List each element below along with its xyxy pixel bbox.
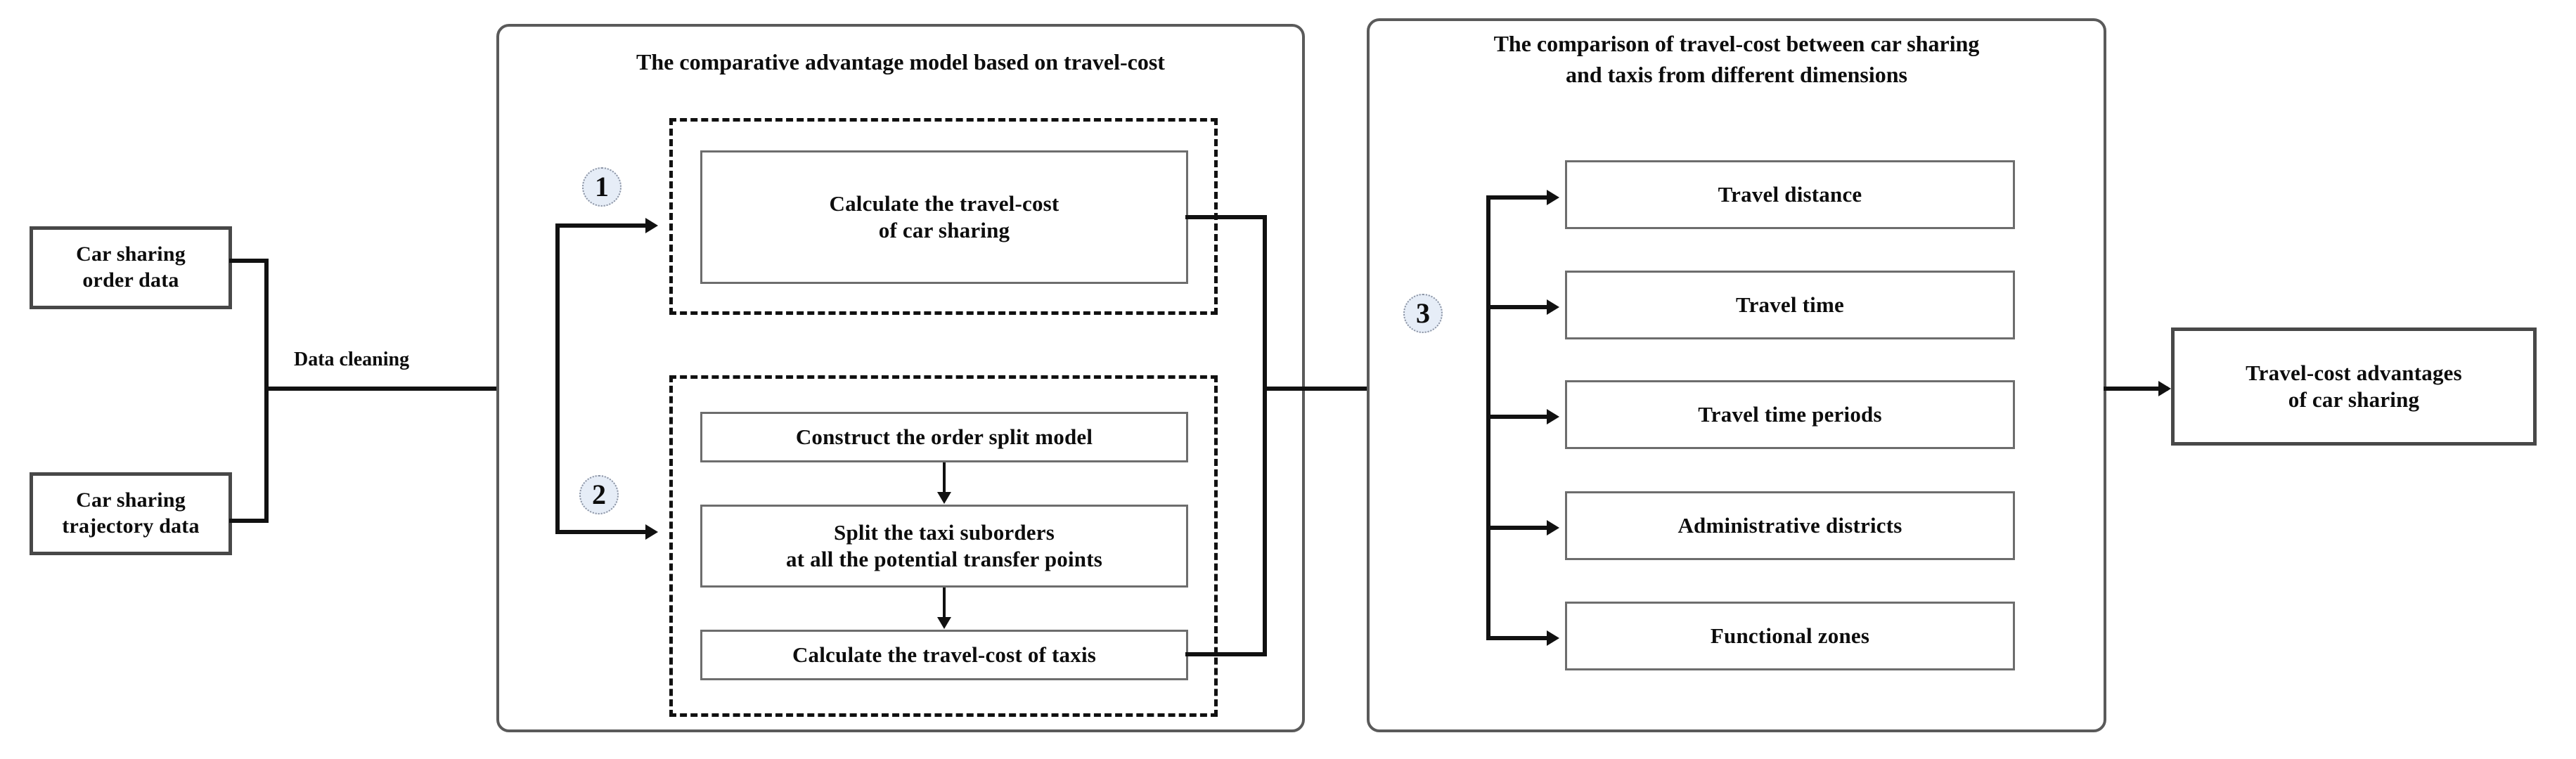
dimension-node-travel-time-periods[interactable]: Travel time periods [1565,380,2015,449]
process-node-split-taxi-suborders-line2: at all the potential transfer points [785,547,1103,571]
step-badge-3-label: 3 [1416,297,1430,329]
process-node-calc-taxi-cost-label: Calculate the travel-cost of taxis [792,642,1097,668]
input-node-order-data-line1: Car sharing [76,242,186,266]
dimension-node-functional-zones[interactable]: Functional zones [1565,602,2015,670]
output-node-travel-cost-advantages[interactable]: Travel-cost advantages of car sharing [2171,327,2537,446]
arrow-into-dimension-2 [1547,299,1559,315]
arrow-into-dimension-3 [1547,409,1559,424]
connector-split-model-to-suborders [943,462,946,499]
connector-to-dimension-5 [1486,636,1555,640]
step-badge-2-label: 2 [592,479,606,510]
dimension-node-administrative-districts-label: Administrative districts [1677,513,1902,538]
step-badge-2: 2 [579,475,619,514]
arrow-into-group-one [645,218,658,233]
dimension-node-functional-zones-label: Functional zones [1710,623,1870,649]
connector-middle-merge-bar [1263,215,1267,656]
input-node-trajectory-data-line1: Car sharing [76,488,186,512]
connector-to-dimension-4 [1486,526,1555,530]
dimension-node-administrative-districts[interactable]: Administrative districts [1565,491,2015,560]
dashed-group-two [669,375,1218,717]
process-node-calc-taxi-cost[interactable]: Calculate the travel-cost of taxis [700,630,1188,680]
connector-order-data-stub [229,259,269,263]
arrow-suborders-to-taxi-cost [937,617,951,629]
connector-data-cleaning [264,387,546,391]
dimension-node-travel-distance-label: Travel distance [1718,182,1862,207]
edge-label-data-cleaning: Data cleaning [294,349,410,370]
process-node-calc-carsharing-cost[interactable]: Calculate the travel-cost of car sharing [700,150,1188,284]
process-node-calc-carsharing-cost-line1: Calculate the travel-cost [829,191,1060,216]
process-node-split-taxi-suborders[interactable]: Split the taxi suborders at all the pote… [700,505,1188,588]
arrow-split-model-to-suborders [937,492,951,504]
middle-panel-title: The comparative advantage model based on… [636,49,1165,74]
step-badge-3: 3 [1403,294,1443,333]
output-node-line2: of car sharing [2288,387,2420,412]
dimension-node-travel-time-label: Travel time [1736,292,1844,318]
arrow-into-group-two [645,524,658,540]
connector-input-merge-bar [264,259,269,523]
connector-to-group-one [555,223,651,228]
dimension-node-travel-time[interactable]: Travel time [1565,271,2015,339]
input-node-trajectory-data-line2: trajectory data [62,514,200,538]
step-badge-1-label: 1 [595,171,609,202]
input-node-order-data[interactable]: Car sharing order data [30,226,232,309]
connector-to-dimension-3 [1486,415,1555,419]
process-node-construct-order-split-model-label: Construct the order split model [795,424,1093,450]
dimension-node-travel-distance[interactable]: Travel distance [1565,160,2015,229]
input-node-trajectory-data[interactable]: Car sharing trajectory data [30,472,232,555]
right-panel-title-line2: and taxis from different dimensions [1566,62,1907,87]
connector-trajectory-data-stub [229,519,269,523]
right-panel-title-line1: The comparison of travel-cost between ca… [1493,31,1980,56]
step-badge-1: 1 [582,167,622,207]
dimension-node-travel-time-periods-label: Travel time periods [1698,402,1882,427]
connector-middle-split-bar [555,223,560,534]
arrow-into-output [2158,381,2171,396]
arrow-into-dimension-5 [1547,630,1559,646]
connector-to-dimension-2 [1486,305,1555,309]
connector-to-group-two [555,530,651,534]
process-node-calc-carsharing-cost-line2: of car sharing [878,218,1010,242]
input-node-order-data-line2: order data [82,268,179,292]
connector-group-one-out [1185,215,1267,219]
connector-suborders-to-taxi-cost [943,588,946,624]
connector-right-panel-to-output [2104,387,2168,391]
arrow-into-dimension-4 [1547,520,1559,536]
process-node-construct-order-split-model[interactable]: Construct the order split model [700,412,1188,462]
process-node-split-taxi-suborders-line1: Split the taxi suborders [834,520,1055,545]
connector-group-two-out [1185,652,1267,656]
arrow-into-dimension-1 [1547,190,1559,205]
output-node-line1: Travel-cost advantages [2246,361,2462,386]
connector-to-dimension-1 [1486,195,1555,200]
